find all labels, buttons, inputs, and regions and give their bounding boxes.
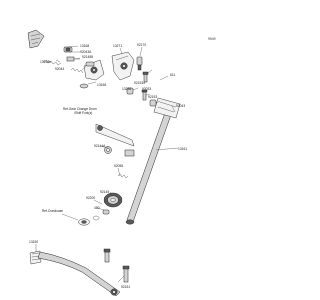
label-92044: 92044: [55, 67, 64, 71]
label-92170: 92170: [137, 43, 146, 47]
leader-lines: [35, 45, 179, 283]
guide-bracket-part: [111, 51, 135, 81]
label-92145: 92145: [100, 190, 109, 194]
label-13150: 13150: [29, 240, 38, 244]
label-92043b: 92043: [176, 104, 185, 108]
label-611: 611: [170, 73, 175, 77]
small-collar-part: [63, 46, 73, 53]
clip-part: [27, 29, 45, 49]
label-921534: 921534: [134, 81, 145, 85]
shift-mechanism-diagram: 9949: [27, 29, 216, 297]
pin-part-mid: [141, 89, 148, 101]
ratchet-gear-part: [103, 192, 123, 208]
linkage-arm-part: [95, 123, 135, 147]
bolt-part-small: [66, 56, 80, 62]
plate-part-mid: [124, 149, 135, 157]
washer-part-top: [79, 83, 89, 89]
diagram-code: 9949: [208, 37, 216, 41]
ref-gear-change-drum: Ref.Gear Change Drum: [63, 107, 97, 111]
label-13168b: 13168b: [40, 60, 51, 64]
label-13168c: 13168: [97, 83, 106, 87]
label-13236: 13236: [122, 87, 131, 91]
screw-part-right: [142, 71, 149, 83]
label-921488: 921488: [82, 55, 93, 59]
washer-part-crankcase: [78, 218, 90, 226]
shift-lever-plate-part: [83, 59, 105, 81]
stopper-part: [149, 99, 157, 107]
label-13161: 13161: [178, 147, 187, 151]
shift-pedal-part: [29, 250, 121, 297]
label-13168: 13168: [80, 44, 89, 48]
label-92043a: 92043A: [80, 50, 92, 54]
label-92033: 92033: [142, 87, 151, 91]
pedal-bolt-part-2: [122, 265, 130, 283]
return-spring-part: [104, 146, 112, 154]
spring-part-2: [70, 67, 84, 74]
collar-part-gear: [102, 209, 110, 215]
label-92151: 92151: [121, 285, 130, 289]
label-480: 480: [94, 206, 100, 210]
ref-shift-forks: /Shift Fork(s): [74, 111, 92, 115]
label-13271: 13271: [113, 44, 122, 48]
bolt-part-top: [136, 56, 143, 71]
collar-part-mid: [126, 87, 134, 95]
label-92144a: 92144A: [94, 144, 106, 148]
label-92200: 92200: [86, 196, 95, 200]
ref-crankcase: Ref.Crankcase: [42, 209, 63, 213]
label-92055: 92055: [114, 164, 123, 168]
circlip-part: [92, 215, 100, 221]
pedal-bolt-part: [103, 248, 111, 263]
spring-part: [42, 59, 62, 66]
gear-shift-shaft-part: [125, 97, 181, 225]
label-92153: 92153: [148, 95, 157, 99]
